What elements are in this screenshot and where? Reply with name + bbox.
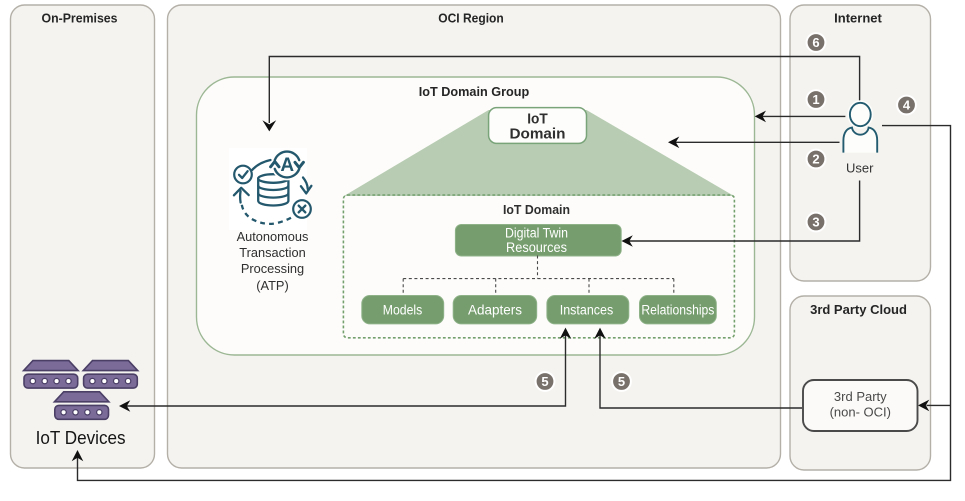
svg-text:Autonomous: Autonomous <box>237 229 309 244</box>
svg-text:IoT Domain Group: IoT Domain Group <box>419 84 530 99</box>
svg-text:(non- OCI): (non- OCI) <box>830 405 891 420</box>
svg-text:5: 5 <box>618 374 625 389</box>
svg-text:Transaction: Transaction <box>239 245 305 260</box>
svg-text:5: 5 <box>541 374 548 389</box>
svg-text:Internet: Internet <box>834 11 882 26</box>
svg-text:Digital Twin: Digital Twin <box>505 225 568 240</box>
svg-text:A: A <box>280 155 294 176</box>
svg-text:Domain: Domain <box>510 127 566 143</box>
svg-text:3rd Party Cloud: 3rd Party Cloud <box>810 302 907 317</box>
svg-text:User: User <box>846 161 874 176</box>
svg-text:4: 4 <box>903 98 911 113</box>
svg-text:Resources: Resources <box>506 240 567 255</box>
svg-text:3: 3 <box>812 215 819 230</box>
svg-text:1: 1 <box>812 92 819 107</box>
svg-text:Instances: Instances <box>560 303 614 318</box>
svg-text:3rd Party: 3rd Party <box>834 389 887 404</box>
svg-text:On-Premises: On-Premises <box>42 11 118 26</box>
svg-text:OCI Region: OCI Region <box>438 11 504 26</box>
svg-text:2: 2 <box>812 152 819 167</box>
svg-text:Adapters: Adapters <box>468 303 522 318</box>
svg-text:IoT: IoT <box>527 112 548 128</box>
svg-text:Models: Models <box>383 303 423 318</box>
svg-text:IoT Domain: IoT Domain <box>503 202 570 217</box>
svg-text:(ATP): (ATP) <box>256 278 288 293</box>
svg-text:Processing: Processing <box>241 261 304 276</box>
svg-text:Relationships: Relationships <box>641 303 714 318</box>
svg-text:6: 6 <box>812 35 819 50</box>
svg-text:IoT Devices: IoT Devices <box>36 427 126 448</box>
